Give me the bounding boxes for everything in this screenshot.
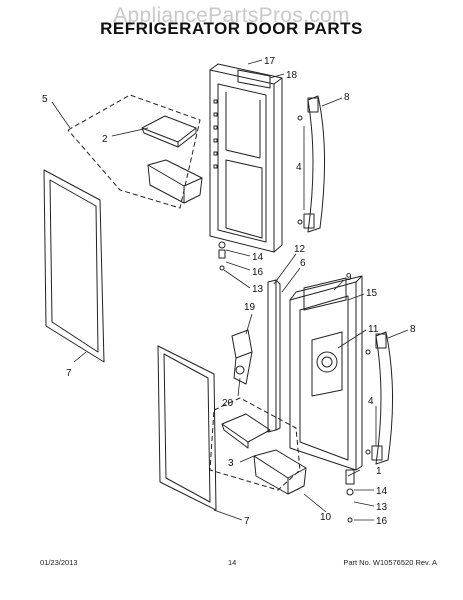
callout-numbers: 17 18 5 8 2 4 14 16 13 12 6 9 15 19 11 8… [42,56,416,527]
upper-door-liner [209,63,283,253]
callout-11: 11 [368,324,379,335]
right-door-gasket [157,345,217,511]
lower-door-handle [365,331,394,465]
upper-small-bin [141,115,197,148]
callout-10: 10 [320,512,332,523]
callout-13a: 13 [252,284,264,295]
callout-17: 17 [264,56,276,67]
callout-6: 6 [300,258,306,269]
footer-part-number: Part No. W10576520 Rev. A [343,558,437,567]
dispenser-chute-assembly [231,329,253,385]
callout-19: 19 [244,302,256,313]
watermark-text: AppliancePartsPros.com [113,4,350,27]
lower-door-liner [289,275,363,471]
callout-15: 15 [366,288,378,299]
door-liner-shelf-tabs [213,99,218,169]
callout-leader-lines [51,59,409,521]
callout-13b: 13 [376,502,388,513]
upper-door-handle [297,95,326,233]
callout-18: 18 [286,70,298,81]
vertical-mullion [267,279,281,433]
callout-4a: 4 [296,162,302,173]
left-door-gasket [43,169,105,363]
callout-7a: 7 [66,368,72,379]
page-title: REFRIGERATOR DOOR PARTS [100,19,363,38]
upper-bin-dashed-outline [67,94,201,209]
callout-14a: 14 [252,252,264,263]
callout-16a: 16 [252,267,264,278]
upper-door-hinge-parts [218,241,226,271]
callout-8a: 8 [344,92,350,103]
callout-8b: 8 [410,324,416,335]
footer-page-number: 14 [228,558,237,567]
lower-bin-dashed-outline [209,397,301,491]
callout-4b: 4 [368,396,374,407]
lower-small-bin [221,413,271,449]
callout-12: 12 [294,244,306,255]
callout-5: 5 [42,94,48,105]
callout-16b: 16 [376,516,388,527]
lower-large-bin [253,449,307,495]
lower-door-hinge-parts [345,469,355,523]
callout-2: 2 [102,134,108,145]
footer-date: 01/23/2013 [40,558,78,567]
callout-14b: 14 [376,486,388,497]
callout-20: 20 [222,398,234,409]
callout-9: 9 [346,272,352,283]
upper-large-bin [147,159,203,204]
callout-3: 3 [228,458,234,469]
callout-1: 1 [376,466,382,477]
callout-7b: 7 [244,516,250,527]
